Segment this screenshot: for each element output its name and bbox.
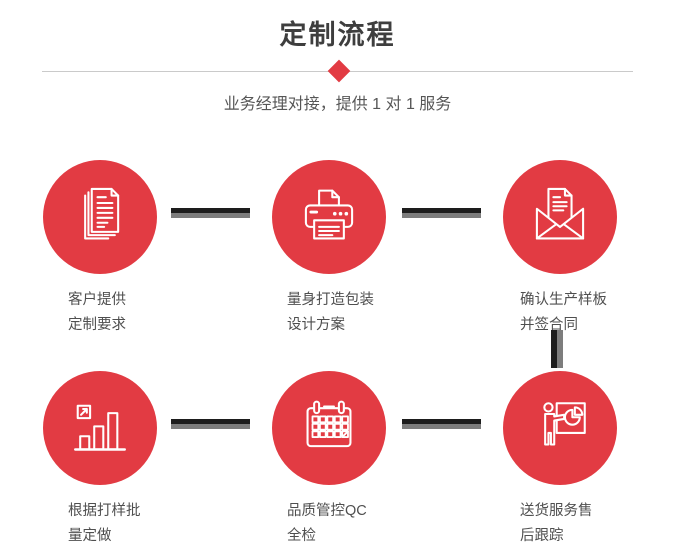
diamond-icon (327, 59, 351, 83)
step-packaging-design: 量身打造包装 设计方案 (272, 160, 386, 333)
step-label-line: 并签合同 (520, 317, 578, 333)
calendar-icon (306, 400, 352, 448)
presentation-pie-chart-icon (543, 402, 586, 446)
step-label: 确认生产样板 并签合同 (520, 288, 607, 338)
step-circle (503, 371, 617, 485)
bar-chart-growth-icon (74, 404, 126, 451)
step-circle (272, 371, 386, 485)
connector-step1-step2 (171, 208, 250, 218)
connector-step3-step6 (551, 330, 563, 368)
connector-step2-step3 (402, 208, 481, 218)
connector-step5-step6 (402, 419, 481, 429)
step-label-line: 定制要求 (68, 317, 126, 333)
step-label-line: 设计方案 (287, 317, 345, 333)
step-label: 客户提供 定制要求 (68, 288, 126, 338)
step-circle (503, 160, 617, 274)
connector-step4-step5 (171, 419, 250, 429)
step-circle (43, 160, 157, 274)
envelope-letter-icon (535, 187, 585, 240)
step-label-line: 根据打样批 (68, 503, 141, 519)
step-circle (43, 371, 157, 485)
step-label-line: 品质管控QC (287, 503, 367, 519)
step-label-line: 确认生产样板 (520, 292, 607, 308)
step-delivery-aftersales: 送货服务售 后跟踪 (503, 371, 617, 544)
step-quality-control: 品质管控QC 全检 (272, 371, 386, 544)
subtitle: 业务经理对接，提供 1 对 1 服务 (223, 96, 452, 113)
documents-icon (84, 187, 120, 240)
step-label-line: 送货服务售 (520, 503, 593, 519)
step-label: 根据打样批 量定做 (68, 499, 141, 549)
step-confirm-sample-contract: 确认生产样板 并签合同 (503, 160, 617, 333)
step-label-line: 量定做 (68, 528, 112, 544)
step-label-line: 全检 (287, 528, 316, 544)
step-batch-production: 根据打样批 量定做 (43, 371, 157, 544)
step-label: 送货服务售 后跟踪 (520, 499, 593, 549)
page-title: 定制流程 (279, 20, 396, 50)
step-circle (272, 160, 386, 274)
step-label: 品质管控QC 全检 (287, 499, 367, 549)
step-customer-requirements: 客户提供 定制要求 (43, 160, 157, 333)
step-label-line: 客户提供 (68, 292, 126, 308)
step-label: 量身打造包装 设计方案 (287, 288, 374, 338)
printer-icon (304, 189, 354, 240)
step-label-line: 后跟踪 (520, 528, 564, 544)
step-label-line: 量身打造包装 (287, 292, 374, 308)
